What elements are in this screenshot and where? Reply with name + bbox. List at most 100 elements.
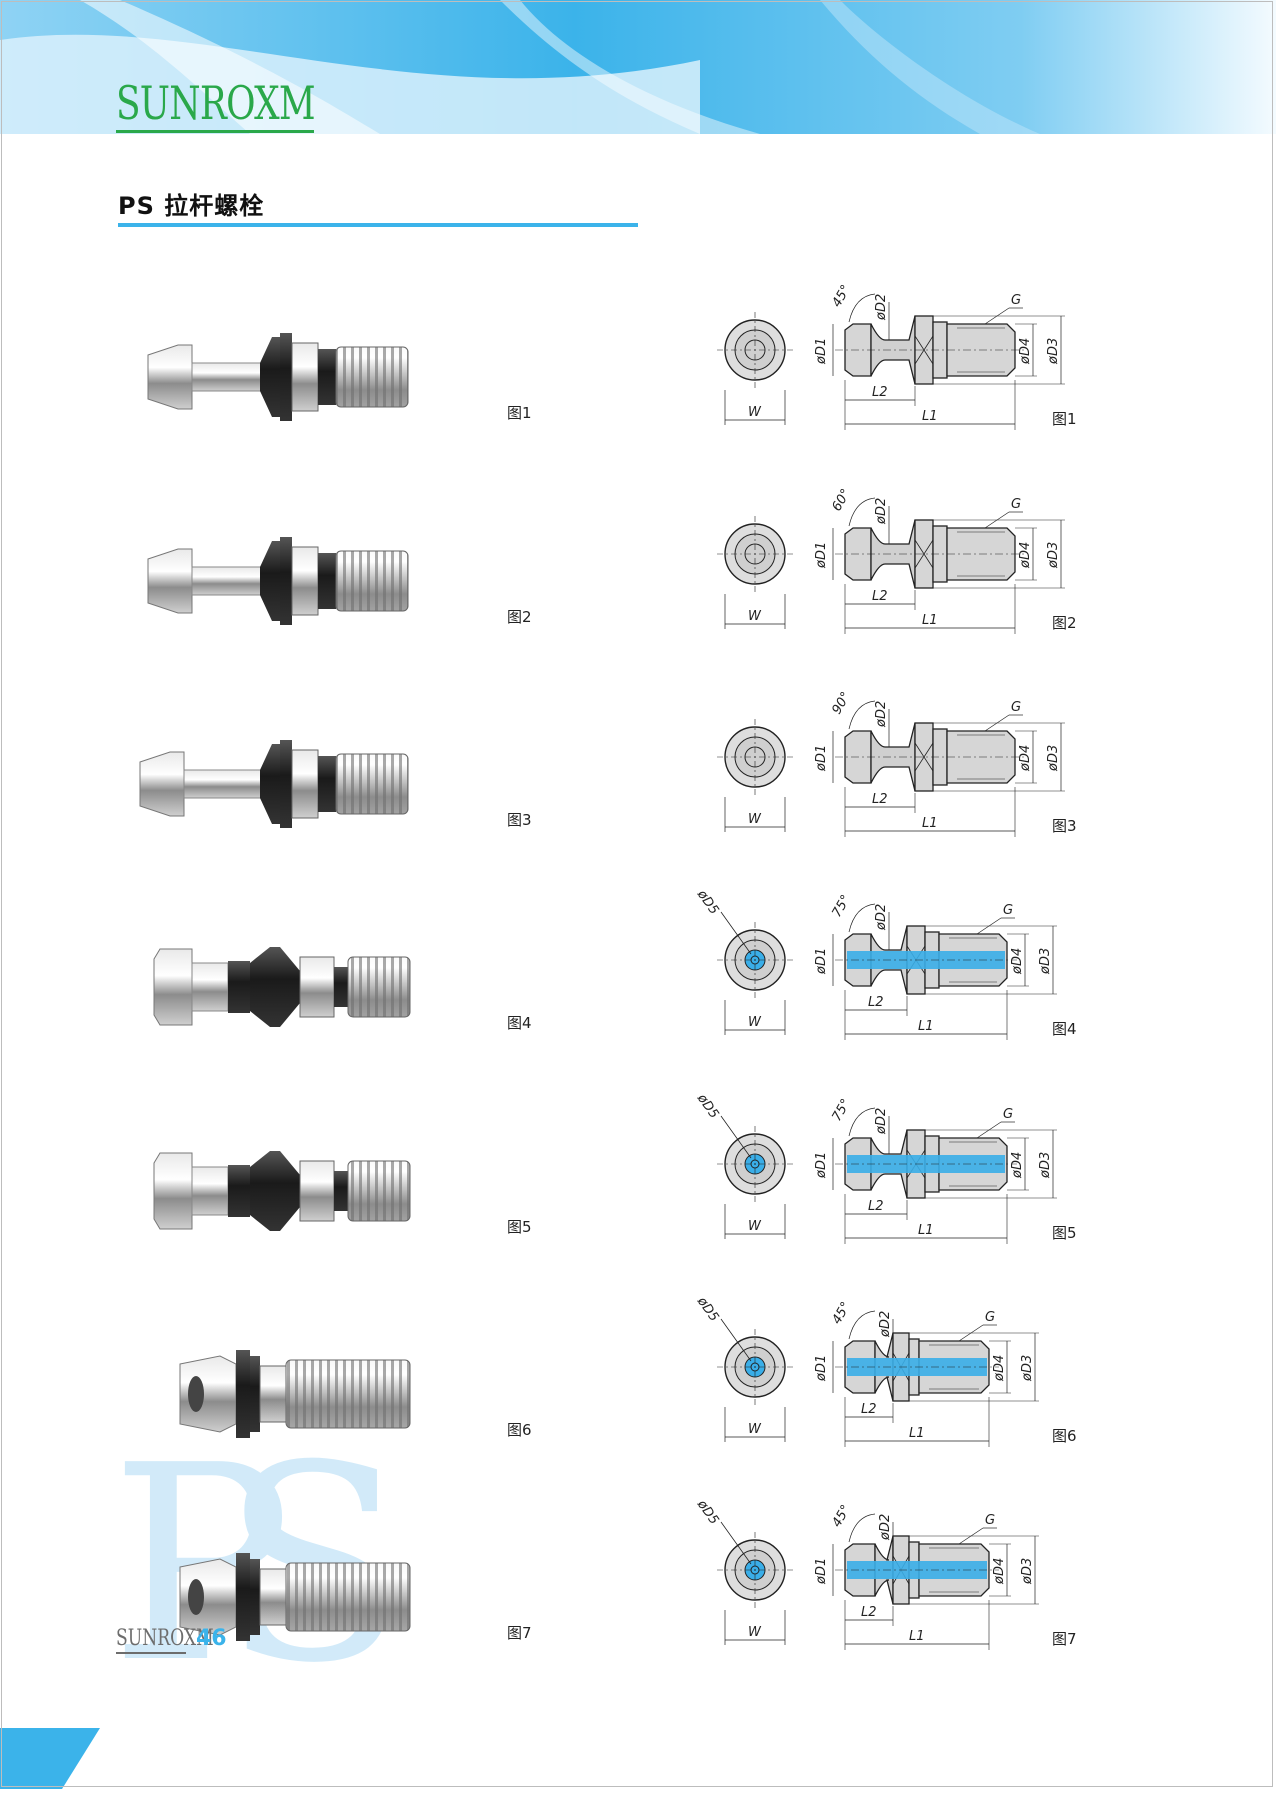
label-l1: L1 (922, 816, 938, 831)
label-d3: øD3 (1020, 1558, 1035, 1585)
label-angle: 45° (829, 1503, 854, 1530)
label-w: W (748, 1625, 762, 1640)
label-d1: øD1 (814, 1558, 829, 1585)
label-l2: L2 (872, 589, 888, 604)
label-angle: 45° (829, 1300, 854, 1327)
label-d2: øD2 (878, 1514, 893, 1541)
label-g: G (1011, 497, 1021, 512)
figure-label: 图7 (507, 1624, 532, 1642)
page-title: PS 拉杆螺栓 (118, 192, 265, 220)
label-w: W (748, 812, 762, 827)
label-d1: øD1 (814, 948, 829, 975)
pull-stud-photo (130, 922, 430, 1056)
label-g: G (1003, 1107, 1013, 1122)
label-l1: L1 (909, 1629, 925, 1644)
label-d4: øD4 (1010, 948, 1025, 975)
label-l1: L1 (909, 1426, 925, 1441)
label-l1: L1 (922, 613, 938, 628)
label-d5: øD5 (693, 1497, 721, 1528)
label-d3: øD3 (1046, 338, 1061, 365)
title-rule (118, 223, 638, 227)
label-w: W (748, 1422, 762, 1437)
label-angle: 75° (829, 893, 854, 920)
pull-stud-photo (130, 1126, 430, 1260)
label-l2: L2 (868, 995, 884, 1010)
figure-label: 图6 (507, 1421, 532, 1439)
label-l2: L2 (861, 1402, 877, 1417)
label-d1: øD1 (814, 542, 829, 569)
label-d2: øD2 (878, 1311, 893, 1338)
figure-label: 图4 (507, 1014, 532, 1032)
drawing-figure-label: 图7 (1052, 1630, 1077, 1648)
label-g: G (1003, 903, 1013, 918)
label-d3: øD3 (1046, 542, 1061, 569)
label-angle: 90° (829, 690, 854, 717)
label-w: W (748, 609, 762, 624)
page-number: 46 (196, 1626, 227, 1651)
figure-label: 图2 (507, 608, 532, 626)
label-l2: L2 (868, 1199, 884, 1214)
label-d3: øD3 (1038, 1152, 1053, 1179)
drawing-figure-label: 图4 (1052, 1020, 1077, 1038)
drawing-figure-label: 图2 (1052, 614, 1077, 632)
drawing-figure-label: 图6 (1052, 1427, 1077, 1445)
label-d4: øD4 (1010, 1152, 1025, 1179)
header-background-graphic (0, 0, 1276, 135)
label-g: G (985, 1513, 995, 1528)
figure-label: 图1 (507, 404, 532, 422)
label-angle: 45° (829, 283, 854, 310)
pull-stud-photo (130, 1532, 430, 1666)
label-d4: øD4 (992, 1355, 1007, 1382)
drawing-figure-label: 图5 (1052, 1224, 1077, 1242)
label-l2: L2 (872, 385, 888, 400)
label-d1: øD1 (814, 745, 829, 772)
label-w: W (748, 1219, 762, 1234)
footer-brand-underline (116, 1652, 186, 1654)
label-g: G (1011, 700, 1021, 715)
label-d1: øD1 (814, 338, 829, 365)
label-d5: øD5 (693, 1294, 721, 1325)
label-d3: øD3 (1038, 948, 1053, 975)
brand-underline (116, 130, 314, 133)
label-d3: øD3 (1046, 745, 1061, 772)
label-d4: øD4 (992, 1558, 1007, 1585)
label-d2: øD2 (874, 904, 889, 931)
footer-tab (0, 1728, 110, 1793)
label-d2: øD2 (874, 701, 889, 728)
pull-stud-photo (130, 312, 430, 446)
label-g: G (985, 1310, 995, 1325)
drawing-figure-label: 图1 (1052, 410, 1077, 428)
label-d4: øD4 (1018, 745, 1033, 772)
brand-logo: SUNROXM (116, 76, 316, 130)
pull-stud-photo (130, 719, 430, 853)
label-g: G (1011, 293, 1021, 308)
label-d5: øD5 (693, 887, 721, 918)
label-l1: L1 (918, 1223, 934, 1238)
label-d2: øD2 (874, 294, 889, 321)
footer-brand: SUNROXM (116, 1626, 214, 1651)
label-d1: øD1 (814, 1152, 829, 1179)
header-banner (0, 0, 1276, 135)
label-d5: øD5 (693, 1091, 721, 1122)
figure-label: 图5 (507, 1218, 532, 1236)
label-d3: øD3 (1020, 1355, 1035, 1382)
pull-stud-photo (130, 516, 430, 650)
label-angle: 75° (829, 1097, 854, 1124)
label-l1: L1 (922, 409, 938, 424)
label-d2: øD2 (874, 498, 889, 525)
pull-stud-photo (130, 1329, 430, 1463)
label-angle: 60° (829, 487, 854, 514)
drawing-figure-label: 图3 (1052, 817, 1077, 835)
label-w: W (748, 1015, 762, 1030)
label-d2: øD2 (874, 1108, 889, 1135)
label-l1: L1 (918, 1019, 934, 1034)
label-l2: L2 (872, 792, 888, 807)
figure-label: 图3 (507, 811, 532, 829)
label-l2: L2 (861, 1605, 877, 1620)
